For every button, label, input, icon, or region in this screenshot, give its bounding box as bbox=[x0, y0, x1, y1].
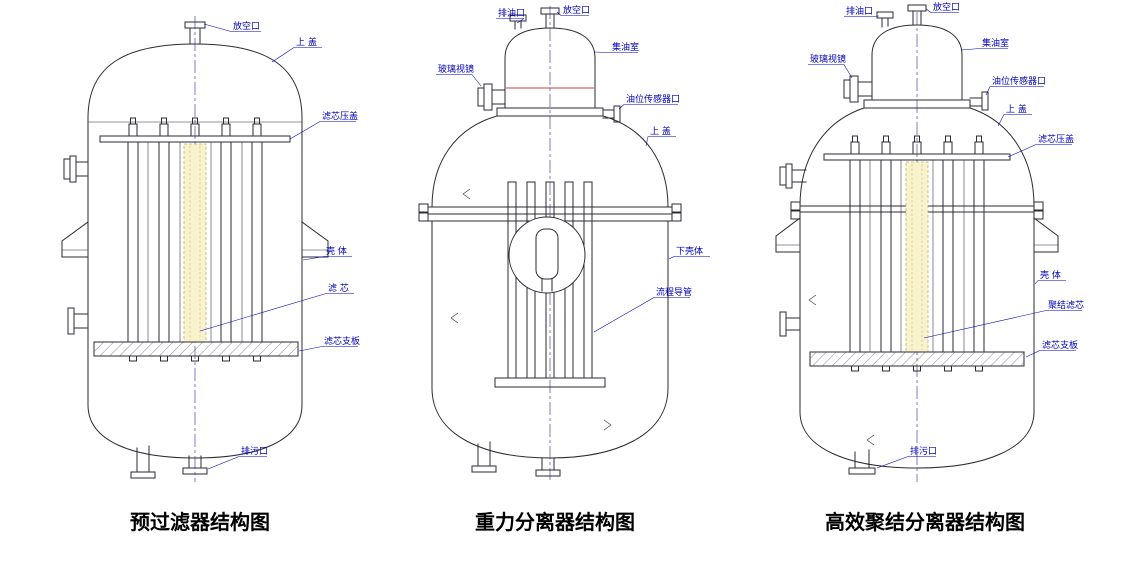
svg-text:下壳体: 下壳体 bbox=[676, 245, 703, 257]
label-top-cover: 上 盖 bbox=[997, 103, 1032, 127]
vent-nozzle bbox=[184, 21, 206, 45]
label-oil-drain: 排油口 bbox=[496, 7, 525, 24]
svg-text:滤芯压盖: 滤芯压盖 bbox=[1038, 133, 1074, 145]
element-bolts bbox=[128, 117, 262, 137]
label-vent: 放空口 bbox=[556, 4, 590, 16]
element-bolts bbox=[850, 135, 984, 155]
caption-prefilter: 预过滤器结构图 bbox=[130, 510, 270, 534]
svg-text:玻璃视镜: 玻璃视镜 bbox=[810, 53, 846, 65]
diagram-canvas: 放空口 上 盖 滤芯压盖 壳 体 滤 芯 滤芯支板 bbox=[61, 1, 1084, 482]
label-coalescer-element: 聚结滤芯 bbox=[923, 299, 1084, 339]
svg-text:壳 体: 壳 体 bbox=[326, 245, 347, 257]
svg-text:放空口: 放空口 bbox=[563, 4, 590, 16]
label-oil-chamber: 集油室 bbox=[960, 37, 1009, 51]
label-oil-chamber: 集油室 bbox=[593, 41, 639, 53]
upper-side-nozzle bbox=[779, 163, 807, 189]
svg-text:滤芯支板: 滤芯支板 bbox=[1042, 339, 1078, 351]
svg-text:流程导管: 流程导管 bbox=[656, 286, 692, 298]
drain-nozzle bbox=[182, 455, 208, 475]
sight-glass bbox=[843, 75, 873, 103]
support-bracket-right bbox=[1033, 217, 1059, 253]
label-element-gland: 滤芯压盖 bbox=[1007, 133, 1074, 158]
svg-text:排油口: 排油口 bbox=[846, 5, 873, 17]
svg-text:排油口: 排油口 bbox=[498, 7, 525, 19]
weld-mark bbox=[450, 312, 459, 324]
label-support-plate: 滤芯支板 bbox=[298, 335, 360, 352]
coalescer-element-center bbox=[905, 161, 929, 353]
label-shell: 壳 体 bbox=[302, 245, 352, 261]
support-bracket-left bbox=[61, 221, 89, 258]
svg-text:滤芯压盖: 滤芯压盖 bbox=[322, 110, 358, 122]
svg-text:玻璃视镜: 玻璃视镜 bbox=[438, 63, 474, 75]
label-level-sensor-port: 油位传感器口 bbox=[618, 93, 680, 110]
weld-mark bbox=[462, 188, 471, 200]
label-top-cover: 上 盖 bbox=[645, 125, 676, 147]
svg-text:放空口: 放空口 bbox=[233, 20, 260, 32]
filter-element-center bbox=[183, 143, 207, 343]
label-flow-tube: 流程导管 bbox=[593, 286, 692, 333]
support-bracket-right bbox=[301, 221, 329, 258]
svg-text:聚结滤芯: 聚结滤芯 bbox=[1048, 299, 1084, 311]
gravity-separator-vessel: 排油口 放空口 集油室 玻璃视镜 油位传感器口 上 盖 bbox=[418, 4, 710, 480]
caption-gravity-separator: 重力分离器结构图 bbox=[475, 510, 635, 534]
lower-side-nozzle bbox=[779, 311, 801, 337]
bottom-leg-pipe bbox=[130, 445, 156, 479]
vent-nozzle bbox=[540, 7, 560, 29]
support-plate bbox=[93, 341, 299, 362]
drain-nozzle bbox=[848, 449, 876, 475]
svg-text:集油室: 集油室 bbox=[982, 37, 1009, 49]
svg-text:排污口: 排污口 bbox=[241, 445, 268, 457]
weld-mark bbox=[866, 434, 875, 446]
weld-mark bbox=[603, 419, 612, 431]
label-element-gland: 滤芯压盖 bbox=[289, 110, 358, 140]
level-sensor-port bbox=[969, 91, 989, 111]
manway-circle bbox=[508, 216, 586, 294]
filter-elements bbox=[127, 117, 263, 343]
label-level-sensor-port: 油位传感器口 bbox=[985, 75, 1046, 96]
svg-text:滤芯支板: 滤芯支板 bbox=[324, 335, 360, 347]
label-vent: 放空口 bbox=[925, 1, 960, 13]
oil-drain-nozzle bbox=[509, 14, 527, 30]
bottom-leg-pipe bbox=[471, 441, 497, 473]
label-oil-drain: 排油口 bbox=[844, 5, 880, 17]
label-support-plate: 滤芯支板 bbox=[1025, 339, 1078, 358]
sight-glass bbox=[477, 83, 506, 111]
upper-side-nozzle bbox=[63, 155, 89, 183]
label-top-cover: 上 盖 bbox=[271, 36, 322, 63]
label-drain: 排污口 bbox=[876, 445, 937, 469]
svg-text:上 盖: 上 盖 bbox=[650, 125, 671, 137]
label-sight-glass: 玻璃视镜 bbox=[808, 53, 853, 79]
label-drain: 排污口 bbox=[207, 445, 268, 470]
weld-mark bbox=[808, 294, 817, 306]
svg-text:上 盖: 上 盖 bbox=[1006, 103, 1027, 115]
label-lower-shell: 下壳体 bbox=[668, 245, 710, 260]
vent-nozzle bbox=[907, 4, 927, 26]
svg-text:壳 体: 壳 体 bbox=[1040, 269, 1061, 281]
svg-text:油位传感器口: 油位传感器口 bbox=[992, 75, 1046, 87]
support-plate bbox=[809, 351, 1025, 372]
lower-side-nozzle bbox=[67, 307, 89, 335]
oil-drain-nozzle bbox=[876, 11, 894, 28]
label-filter-element: 滤 芯 bbox=[199, 282, 354, 332]
svg-text:滤 芯: 滤 芯 bbox=[328, 282, 349, 294]
bottom-center-pipe bbox=[535, 457, 561, 477]
level-sensor-port bbox=[602, 105, 621, 123]
tube-sheet bbox=[494, 377, 606, 388]
gland-plate bbox=[823, 153, 1011, 161]
prefilter-vessel: 放空口 上 盖 滤芯压盖 壳 体 滤 芯 滤芯支板 bbox=[61, 16, 360, 482]
caption-coalescer: 高效聚结分离器结构图 bbox=[825, 510, 1025, 534]
svg-text:集油室: 集油室 bbox=[612, 41, 639, 53]
filter-elements bbox=[849, 135, 985, 353]
support-bracket-left bbox=[775, 217, 801, 253]
label-vent: 放空口 bbox=[203, 20, 261, 32]
svg-text:上 盖: 上 盖 bbox=[296, 36, 317, 48]
svg-text:放空口: 放空口 bbox=[933, 1, 960, 13]
svg-text:排污口: 排污口 bbox=[910, 445, 937, 457]
label-sight-glass: 玻璃视镜 bbox=[436, 63, 482, 87]
coalescer-vessel: 排油口 放空口 集油室 玻璃视镜 油位传感器口 上 盖 bbox=[775, 1, 1084, 482]
svg-text:油位传感器口: 油位传感器口 bbox=[626, 93, 680, 105]
label-shell: 壳 体 bbox=[1034, 269, 1066, 285]
